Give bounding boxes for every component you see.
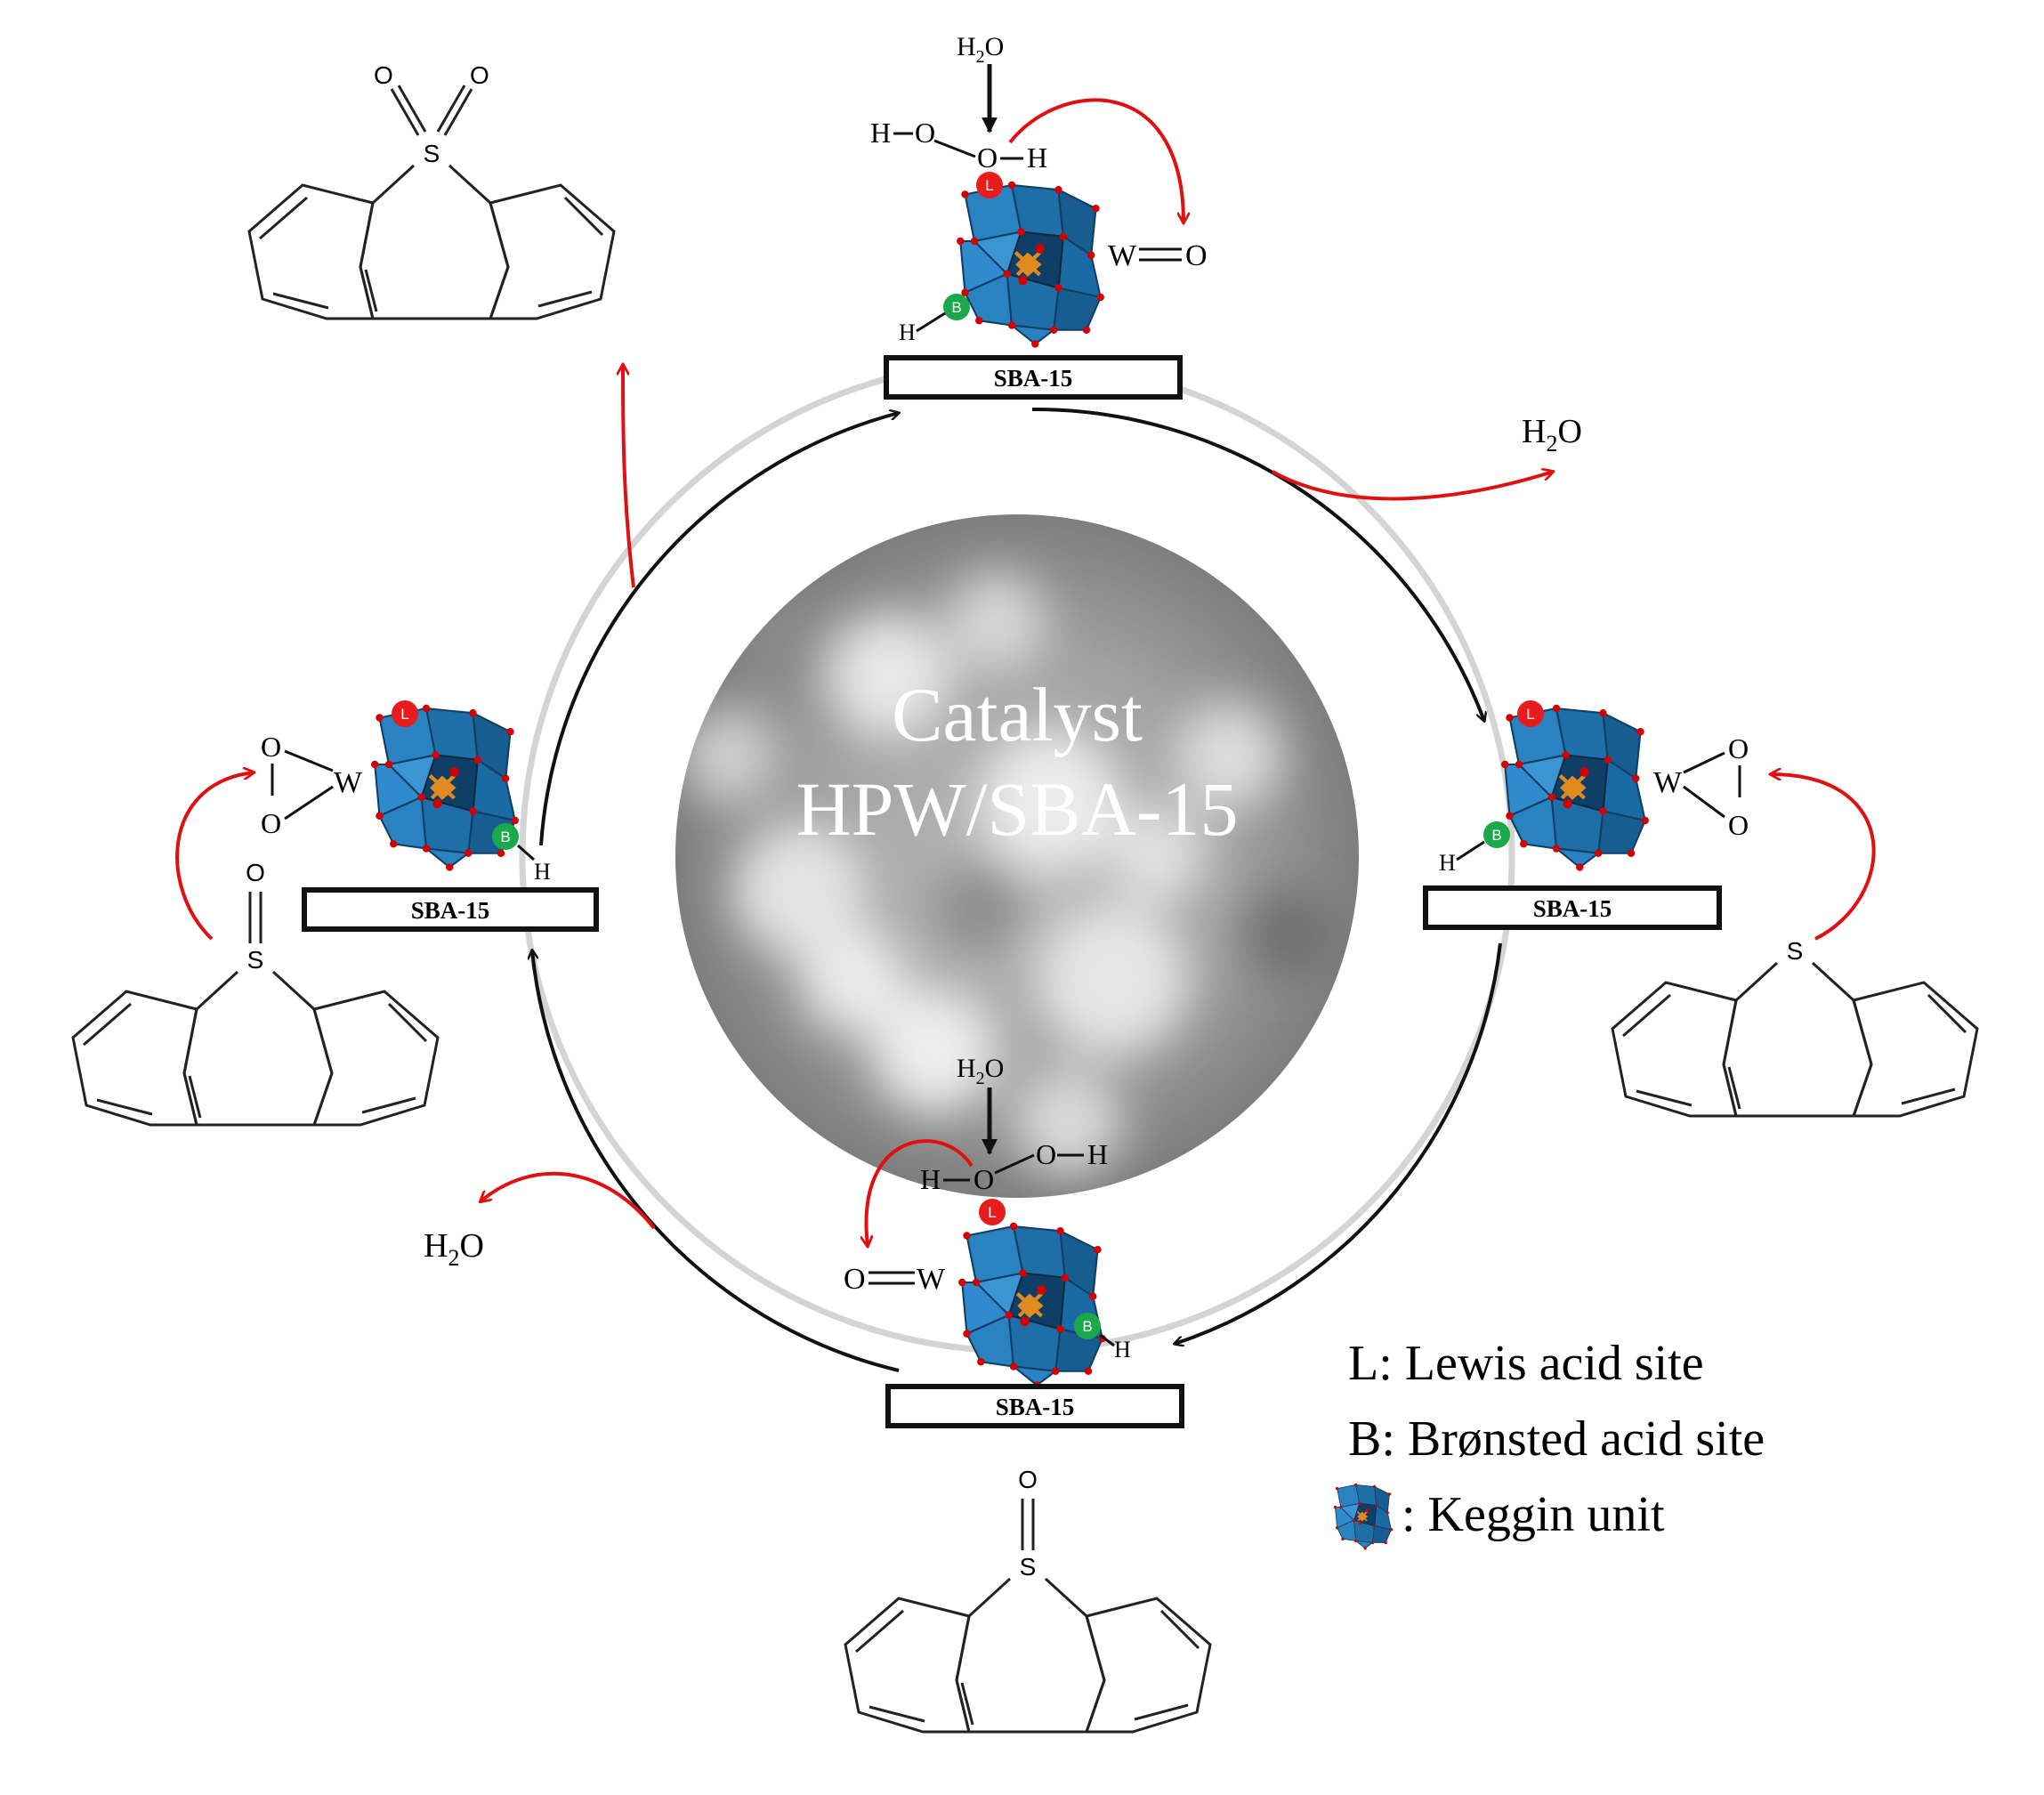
bronsted-site-bottom bbox=[1074, 1313, 1101, 1339]
lewis-site-right bbox=[1517, 700, 1544, 727]
sba15-text-top: SBA-15 bbox=[994, 365, 1073, 392]
bronsted-letter-left: B bbox=[500, 829, 510, 845]
molecule-dibenzothiophene-sulfoxide-bottom: S O bbox=[844, 1466, 1212, 1734]
bronsted-h-top: H bbox=[899, 319, 916, 345]
keggin-unit-right bbox=[1501, 705, 1649, 871]
cycle-arrow-bottom-right bbox=[1175, 942, 1502, 1344]
legend-bronsted: B: Brønsted acid site bbox=[1348, 1411, 1765, 1467]
water-label-bottom: H2O bbox=[424, 1227, 484, 1271]
sulfone-o-left: O bbox=[374, 61, 393, 89]
catalyst-micrograph: Catalyst HPW/SBA-15 bbox=[675, 514, 1359, 1198]
sulfone-release-arrow bbox=[623, 365, 635, 588]
lewis-letter-bottom: L bbox=[988, 1204, 996, 1221]
water-label-top: H2O bbox=[1522, 413, 1582, 457]
legend-keggin: : Keggin unit bbox=[1402, 1487, 1665, 1542]
lewis-letter-top: L bbox=[985, 177, 993, 194]
peroxo-o-upper-left: O bbox=[261, 731, 281, 763]
sulfone-s-atom: S bbox=[424, 140, 440, 167]
o-atom-top-center: O bbox=[977, 141, 998, 174]
sulfoxide-bottom-o-atom: O bbox=[1018, 1466, 1038, 1493]
h-atom-top: H bbox=[870, 117, 891, 149]
lewis-site-left bbox=[392, 700, 418, 727]
h-atom-bottom-left: H bbox=[920, 1163, 941, 1195]
sba15-text-left: SBA-15 bbox=[411, 897, 490, 924]
legend-keggin-icon bbox=[1332, 1482, 1394, 1551]
molecule-dibenzothiophene-sulfone: S O O bbox=[247, 61, 616, 320]
h-atom-top-right: H bbox=[1027, 141, 1047, 174]
molecule-dibenzothiophene-sulfoxide-left: S O bbox=[71, 859, 440, 1127]
peroxo-o-lower-left: O bbox=[261, 807, 281, 839]
sba15-text-bottom: SBA-15 bbox=[996, 1394, 1075, 1420]
w-atom-top: W bbox=[1108, 239, 1137, 272]
lewis-site-bottom bbox=[979, 1199, 1006, 1225]
sba15-label-left bbox=[302, 887, 599, 932]
w-atom-right: W bbox=[1653, 766, 1683, 799]
bronsted-letter-bottom: B bbox=[1082, 1318, 1092, 1335]
state-top: L B H H2O H O O H W O SBA-15 bbox=[870, 32, 1208, 400]
bronsted-site-top bbox=[943, 294, 970, 320]
water-release-arrow-bottom bbox=[481, 1171, 656, 1230]
legend: L: Lewis acid site B: Brønsted acid site… bbox=[1332, 1336, 1765, 1551]
sba15-text-right: SBA-15 bbox=[1533, 895, 1612, 922]
w-atom-bottom: W bbox=[917, 1263, 946, 1296]
sulfoxide-left-o-atom: O bbox=[246, 859, 265, 886]
center-title-line1: Catalyst bbox=[892, 672, 1143, 757]
molecule-dibenzothiophene: S bbox=[1611, 937, 1979, 1118]
bronsted-site-right bbox=[1483, 821, 1510, 848]
sba15-label-top bbox=[884, 355, 1183, 400]
bronsted-h-right: H bbox=[1439, 850, 1456, 876]
o-atom-top-left: O bbox=[915, 117, 935, 149]
state-right: L B H W O O SBA-15 bbox=[1423, 700, 1876, 941]
w-atom-left: W bbox=[334, 766, 363, 799]
cycle-arrow-top-left bbox=[539, 413, 899, 846]
water-release-arrow-top bbox=[1272, 472, 1553, 501]
o-atom-bottom-center: O bbox=[974, 1163, 994, 1195]
bronsted-h-left: H bbox=[534, 859, 551, 885]
h-atom-bottom-right: H bbox=[1087, 1138, 1108, 1170]
legend-lewis: L: Lewis acid site bbox=[1348, 1336, 1704, 1391]
center-title-line2: HPW/SBA-15 bbox=[796, 766, 1239, 852]
dbt-s-atom: S bbox=[1787, 937, 1804, 965]
keggin-unit-top bbox=[957, 182, 1104, 348]
state-left: L B H W O O SBA-15 bbox=[175, 700, 599, 941]
keggin-unit-bottom bbox=[958, 1223, 1106, 1389]
o-atom-bottom-double: O bbox=[844, 1263, 866, 1296]
h2o2-top: H2O bbox=[957, 32, 1004, 67]
bronsted-site-left bbox=[492, 823, 519, 850]
o-atom-top-double: O bbox=[1185, 239, 1208, 272]
lewis-letter-right: L bbox=[1526, 706, 1534, 723]
peroxo-o-upper-right: O bbox=[1728, 732, 1749, 764]
sulfoxide-bottom-s-atom: S bbox=[1020, 1553, 1037, 1581]
bronsted-h-bottom: H bbox=[1114, 1337, 1131, 1362]
h2o2-bottom: H2O bbox=[957, 1054, 1004, 1088]
o-atom-bottom-right: O bbox=[1036, 1138, 1056, 1170]
sulfoxide-left-s-atom: S bbox=[247, 946, 264, 974]
lewis-site-top bbox=[976, 172, 1003, 198]
cycle-arrow-top-right bbox=[1031, 407, 1484, 721]
sba15-label-bottom bbox=[885, 1384, 1184, 1428]
state-bottom: L B H H2O H O O H O W SBA-15 bbox=[844, 1054, 1184, 1428]
sba15-label-right bbox=[1423, 885, 1722, 930]
lewis-letter-left: L bbox=[400, 706, 408, 723]
bronsted-letter-top: B bbox=[951, 299, 961, 316]
sulfone-o-right: O bbox=[470, 61, 489, 89]
bronsted-letter-right: B bbox=[1491, 827, 1501, 844]
peroxo-o-lower-right: O bbox=[1728, 809, 1749, 841]
